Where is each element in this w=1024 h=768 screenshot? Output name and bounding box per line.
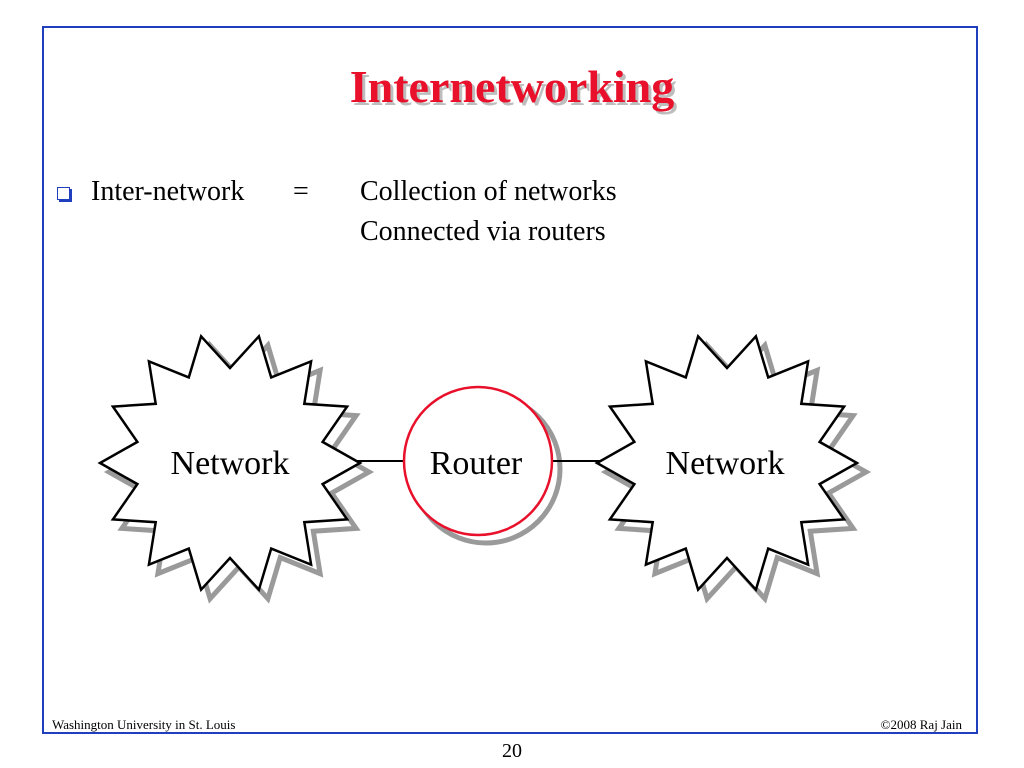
slide-title: Internetworking [349, 61, 675, 112]
footer-copyright: ©2008 Raj Jain [880, 717, 962, 732]
page-number: 20 [502, 740, 522, 762]
footer-institution: Washington University in St. Louis [52, 717, 236, 732]
router-label: Router [430, 445, 523, 482]
bullet-term: Inter-network [91, 176, 245, 207]
definition-line-2: Connected via routers [360, 216, 606, 247]
slide-frame [42, 26, 978, 734]
left-network-cloud [97, 333, 363, 593]
square-bullet-icon [57, 187, 70, 200]
definition-line-1: Collection of networks [360, 176, 617, 207]
right-network-cloud [594, 333, 860, 593]
right-network-label: Network [666, 445, 785, 482]
router-circle [402, 385, 554, 537]
left-network-label: Network [171, 445, 290, 482]
bullet-equals: = [293, 176, 309, 207]
